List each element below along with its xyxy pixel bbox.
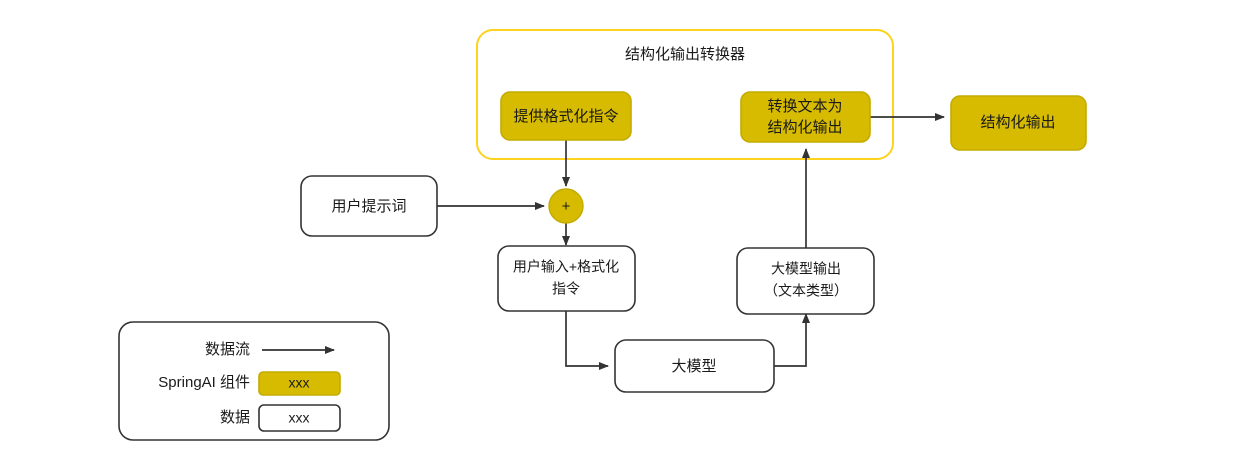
node-user-input-label-line2: 指令 (552, 281, 580, 297)
node-plus-junction[interactable]: + (548, 188, 584, 224)
node-convert-text-label-line2: 结构化输出 (767, 119, 842, 136)
node-provide-format-instructions[interactable]: 提供格式化指令 (500, 91, 632, 141)
node-llm-output-shape[interactable] (736, 247, 875, 315)
node-provide-format-instructions-label: 提供格式化指令 (513, 108, 618, 125)
legend-data-swatch (258, 404, 341, 432)
node-convert-text-shape[interactable] (740, 91, 871, 143)
plus-junction-circle[interactable] (548, 188, 584, 224)
edge-layer (437, 113, 945, 370)
legend-dataflow-label: 数据流 (205, 341, 250, 358)
node-user-input-label-line1: 用户输入+格式化 (513, 259, 619, 275)
node-user-input-shape[interactable] (497, 245, 636, 312)
node-llm-label: 大模型 (671, 358, 716, 375)
legend-component-swatch (258, 371, 341, 396)
legend-component-swatch-label: xxx (289, 375, 310, 391)
edge-user-input-to-llm (565, 311, 609, 370)
node-llm-output-label-line1: 大模型输出 (771, 261, 841, 277)
node-llm-shape[interactable] (614, 339, 775, 393)
group-frame-border (476, 29, 894, 160)
node-convert-text-to-structured-output[interactable]: 转换文本为 结构化输出 (740, 91, 871, 143)
node-user-input-plus-format[interactable]: 用户输入+格式化 指令 (497, 245, 636, 312)
legend-component-label: SpringAI 组件 (158, 374, 250, 391)
node-llm-output-label-line2: （文本类型） (764, 283, 848, 299)
legend-row-data: 数据 xxx (220, 404, 341, 432)
legend: 数据流 SpringAI 组件 xxx 数据 xxx (118, 321, 390, 441)
node-user-prompt[interactable]: 用户提示词 (300, 175, 438, 237)
node-structured-output[interactable]: 结构化输出 (950, 95, 1087, 151)
plus-junction-label: + (562, 198, 571, 215)
legend-data-swatch-label: xxx (289, 410, 310, 426)
legend-data-label: 数据 (220, 409, 250, 426)
node-structured-output-label: 结构化输出 (980, 114, 1055, 131)
node-llm[interactable]: 大模型 (614, 339, 775, 393)
node-user-prompt-label: 用户提示词 (331, 198, 406, 215)
edge-llm-to-llm-output (774, 313, 810, 367)
node-structured-output-shape[interactable] (950, 95, 1087, 151)
legend-row-dataflow: 数据流 (205, 341, 335, 358)
node-convert-text-label-line1: 转换文本为 (767, 98, 842, 115)
node-user-prompt-shape[interactable] (300, 175, 438, 237)
legend-row-component: SpringAI 组件 xxx (158, 371, 341, 396)
node-llm-output[interactable]: 大模型输出 （文本类型） (736, 247, 875, 315)
group-title-label: 结构化输出转换器 (625, 46, 745, 63)
group-structured-output-converter: 结构化输出转换器 (476, 29, 894, 160)
node-provide-format-instructions-shape[interactable] (500, 91, 632, 141)
